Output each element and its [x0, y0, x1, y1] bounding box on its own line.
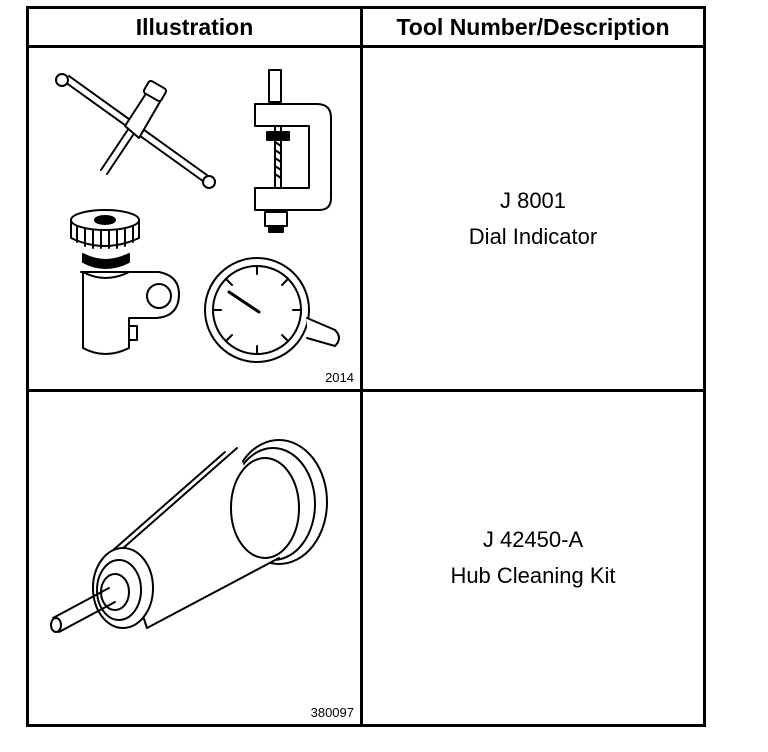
- description-cell-hub-cleaning-kit: J 42450-A Hub Cleaning Kit: [363, 392, 703, 724]
- tool-number: J 42450-A: [482, 527, 584, 552]
- illustration-cell-hub-cleaning-kit: 380097: [29, 392, 363, 724]
- header-tool-description: Tool Number/Description: [363, 9, 703, 48]
- dial-indicator-set-drawing: [55, 69, 340, 363]
- tool-description: Hub Cleaning Kit: [450, 563, 616, 588]
- hub-cleaning-kit-drawing: [50, 439, 328, 633]
- tool-number: J 8001: [499, 187, 567, 213]
- indicator-holder-icon: [70, 209, 180, 355]
- hub-cleaner-icon: [50, 439, 328, 633]
- c-clamp-icon: [254, 69, 332, 233]
- description-cell-dial-indicator: J 8001 Dial Indicator: [363, 48, 703, 392]
- cross-rod-icon: [55, 73, 216, 189]
- illustration-number: 2014: [325, 370, 354, 385]
- header-illustration: Illustration: [29, 9, 363, 48]
- dial-gauge-icon: [204, 257, 340, 363]
- illustration-number: 380097: [310, 705, 354, 720]
- tool-description: Dial Indicator: [468, 223, 598, 249]
- illustration-cell-dial-indicator: 2014: [29, 48, 363, 392]
- tool-table: Illustration Tool Number/Description: [26, 6, 706, 727]
